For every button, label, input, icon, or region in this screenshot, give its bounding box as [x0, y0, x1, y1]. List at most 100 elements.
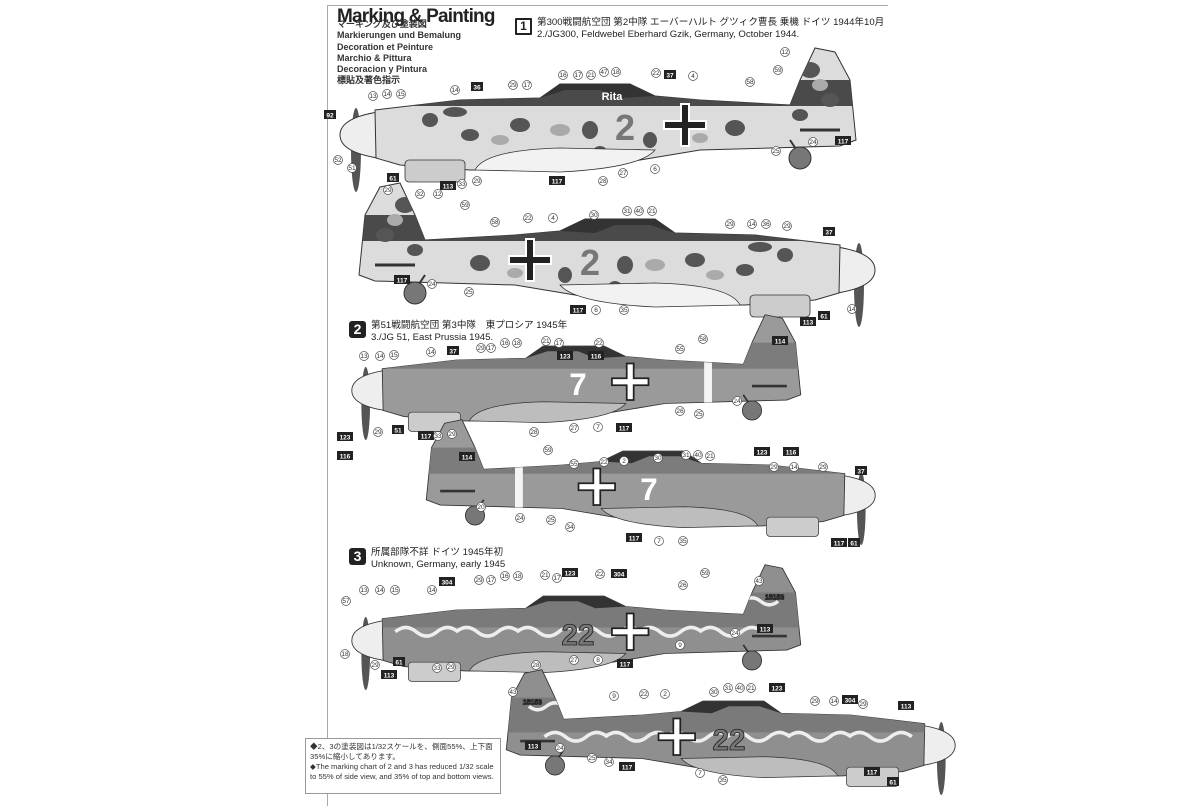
- paint-color-callout: 29: [373, 427, 383, 437]
- paint-color-callout: 24: [732, 396, 742, 406]
- decal-box: [754, 447, 770, 456]
- callout-number: 25: [465, 289, 473, 296]
- callout-number: 15: [391, 587, 399, 594]
- callout-number: 22: [652, 70, 660, 77]
- decal-box: [619, 762, 635, 771]
- paint-circle: [432, 663, 442, 673]
- callout-number: 21: [648, 208, 656, 215]
- callout-number: 113: [443, 184, 454, 191]
- callout-number: 14: [428, 587, 436, 594]
- paint-color-callout: 17: [552, 573, 562, 583]
- callout-number: 22: [600, 459, 608, 466]
- section-number-badge: 3: [349, 548, 366, 565]
- decal-box: [337, 432, 353, 441]
- callout-number: 113: [901, 704, 912, 711]
- callout-number: 25: [695, 411, 703, 418]
- subtitle-spanish: Decoracion y Pintura: [337, 64, 428, 75]
- paint-color-callout: 24: [730, 628, 740, 638]
- paint-circle: [513, 571, 523, 581]
- callout-number: 14: [748, 221, 756, 228]
- paint-circle: [847, 304, 857, 314]
- paint-circle: [541, 336, 551, 346]
- decal-box: [783, 447, 799, 456]
- camouflage-mottle: [777, 248, 793, 262]
- paint-color-callout: 31: [723, 683, 733, 693]
- callout-number: 17: [574, 72, 582, 79]
- callout-number: 29: [477, 345, 485, 352]
- section-number-badge: 2: [349, 321, 366, 338]
- paint-color-callout: 6: [650, 164, 660, 174]
- paint-color-callout: 12: [433, 189, 443, 199]
- landing-wheel: [544, 755, 566, 776]
- paint-circle: [746, 683, 756, 693]
- paint-circle: [529, 427, 539, 437]
- paint-color-callout: 29: [810, 696, 820, 706]
- callout-number: 6: [594, 307, 598, 314]
- callout-number: 25: [588, 755, 596, 762]
- callout-number: 7: [596, 424, 600, 431]
- paint-color-callout: 22: [523, 213, 533, 223]
- paint-color-callout: 21: [746, 683, 756, 693]
- decal-box: [616, 423, 632, 432]
- callout-number: 24: [809, 139, 817, 146]
- decal-box: [769, 683, 785, 692]
- camouflage-mottle: [395, 197, 415, 213]
- callout-number: 4: [691, 73, 695, 80]
- title-translations: マーキング及び塗装図 Markierungen und Bemalung Dec…: [337, 19, 461, 87]
- callout-number: 37: [666, 73, 674, 80]
- paint-circle: [789, 462, 799, 472]
- callout-number: 24: [731, 630, 739, 637]
- camouflage-mottle: [736, 264, 754, 276]
- decal-box: [562, 568, 578, 577]
- balkenkreuz: [627, 614, 633, 650]
- paint-color-callout: 21: [541, 336, 551, 346]
- camouflage-mottle: [582, 121, 598, 139]
- paint-circle: [808, 137, 818, 147]
- callout-number: 30: [710, 689, 718, 696]
- paint-circle: [660, 689, 670, 699]
- paint-color-callout: 2: [619, 456, 629, 466]
- paint-color-callout: 17: [486, 575, 496, 585]
- callout-number: 30: [590, 212, 598, 219]
- decal-number-callout: 113: [898, 701, 914, 711]
- paint-circle: [732, 396, 742, 406]
- paint-color-callout: 40: [693, 450, 703, 460]
- subtitle-german: Markierungen und Bemalung: [337, 30, 462, 41]
- callout-number: 117: [619, 426, 630, 433]
- callout-number: 16: [559, 72, 567, 79]
- callout-number: 33: [433, 665, 441, 672]
- camouflage-mottle: [387, 214, 403, 226]
- decal-box: [387, 173, 399, 182]
- callout-number: 31: [623, 208, 631, 215]
- paint-circle: [705, 451, 715, 461]
- aircraft-number: 22: [562, 619, 595, 652]
- decal-number-callout: 304: [439, 577, 455, 587]
- paint-circle: [718, 775, 728, 785]
- decal-number-callout: 117: [616, 423, 632, 433]
- note-japanese: ◆2、3の塗装図は1/32スケールを、側面55%、上下面35%に縮小してあります…: [310, 742, 493, 761]
- decal-box: [570, 305, 586, 314]
- callout-number: 16: [501, 573, 509, 580]
- paint-color-callout: 28: [531, 660, 541, 670]
- balkenkreuz: [594, 469, 600, 505]
- callout-number: 14: [427, 349, 435, 356]
- callout-number: 24: [516, 515, 524, 522]
- decal-box: [823, 227, 835, 236]
- paint-circle: [522, 80, 532, 90]
- paint-color-callout: 51: [347, 163, 357, 173]
- paint-circle: [500, 338, 510, 348]
- callout-number: 32: [416, 191, 424, 198]
- camouflage-mottle: [510, 118, 530, 132]
- paint-circle: [472, 176, 482, 186]
- paint-color-callout: 33: [457, 179, 467, 189]
- callout-number: 26: [679, 582, 687, 589]
- decal-box: [757, 624, 773, 633]
- aircraft-number: 7: [640, 472, 657, 507]
- paint-circle: [476, 343, 486, 353]
- callout-number: 117: [620, 662, 631, 669]
- paint-color-callout: 27: [569, 655, 579, 665]
- decal-number-callout: 117: [835, 136, 851, 146]
- balkenkreuz: [527, 240, 533, 280]
- callout-number: 116: [340, 454, 351, 461]
- paint-circle: [609, 691, 619, 701]
